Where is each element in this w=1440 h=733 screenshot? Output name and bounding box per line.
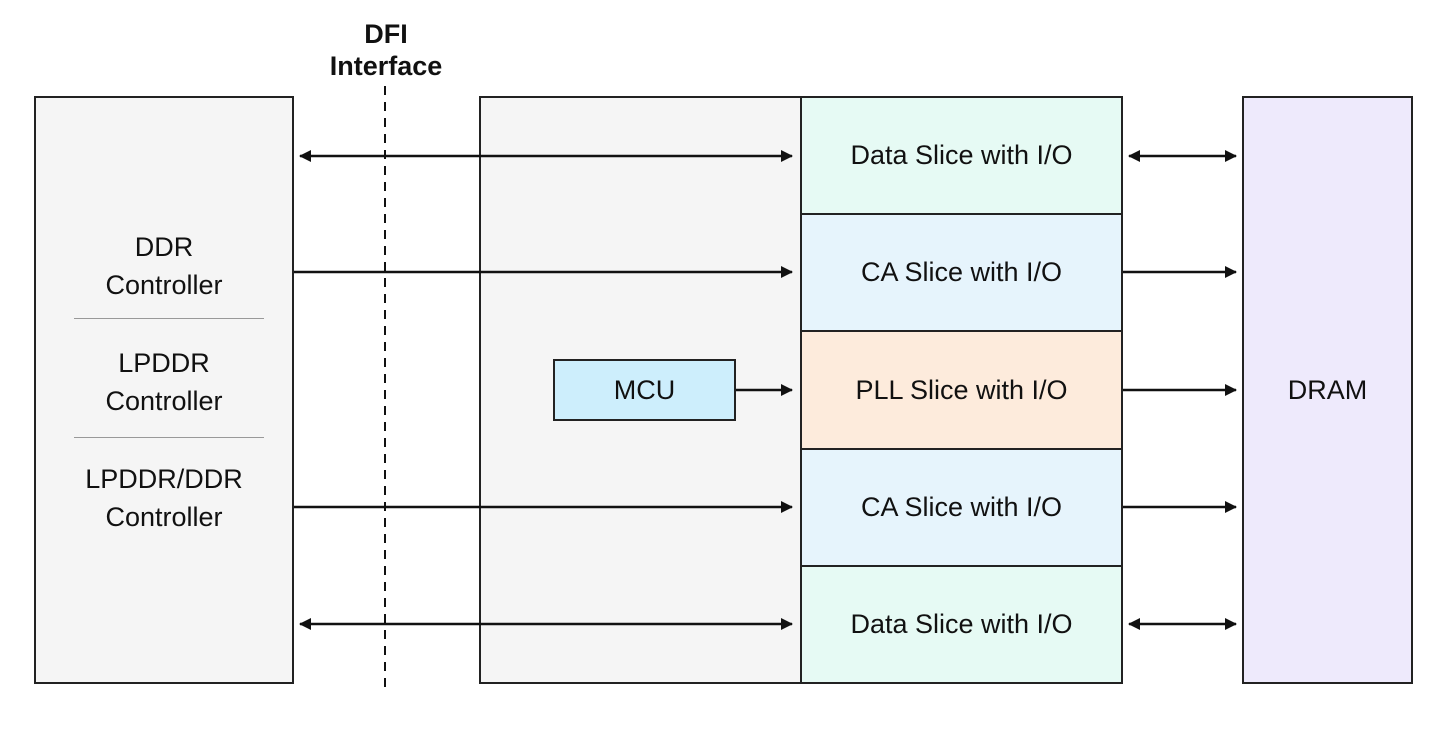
pll-slice: PLL Slice with I/O (800, 330, 1123, 450)
controller-divider (74, 437, 264, 438)
lpddr-ddr-controller-label: LPDDR/DDR Controller (85, 464, 243, 532)
dram-block: DRAM (1242, 96, 1413, 684)
ddr-controller-label: DDR Controller (105, 232, 223, 300)
ca-slice-top: CA Slice with I/O (800, 213, 1123, 332)
mcu-block: MCU (553, 359, 736, 421)
ca-slice-bottom: CA Slice with I/O (800, 448, 1123, 567)
controller-block (34, 96, 294, 684)
lpddr-controller-label: LPDDR Controller (105, 348, 223, 416)
controller-divider (74, 318, 264, 319)
data-slice-bottom: Data Slice with I/O (800, 565, 1123, 684)
dfi-interface-label: DFI Interface (329, 19, 443, 81)
data-slice-top: Data Slice with I/O (800, 96, 1123, 215)
